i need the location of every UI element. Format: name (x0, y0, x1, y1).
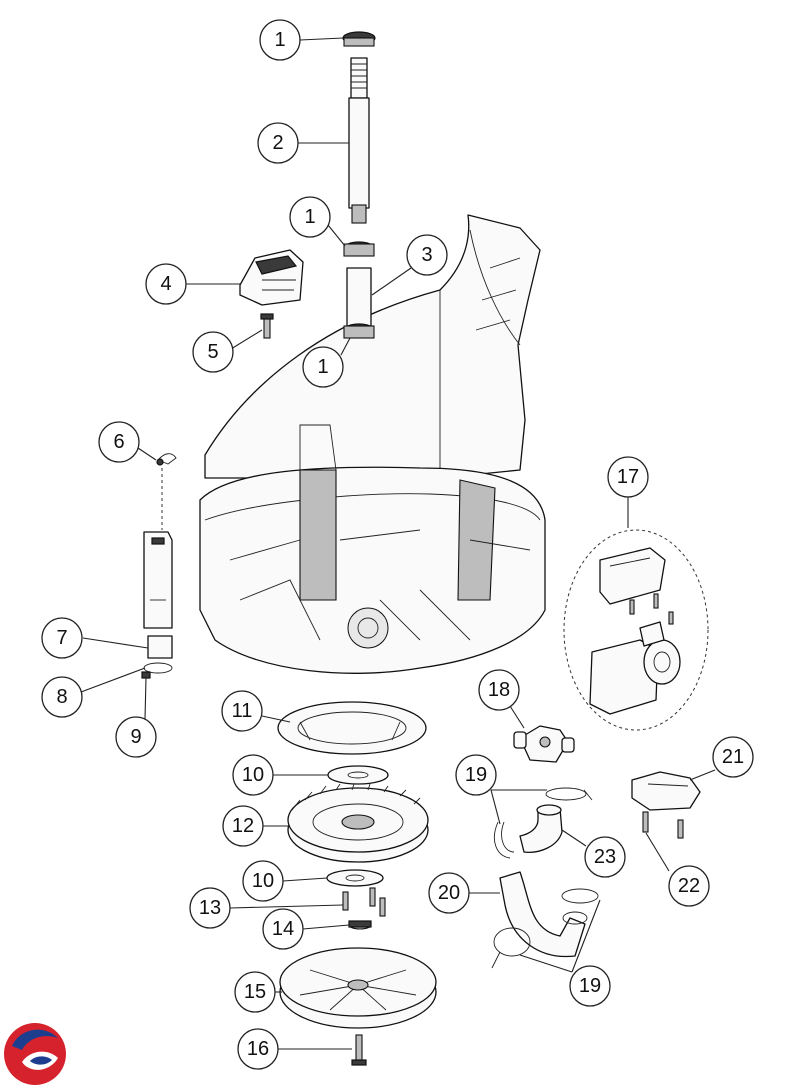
callout-label: 4 (160, 273, 171, 295)
callout-label: 18 (488, 679, 510, 701)
callout-12: 12 (222, 805, 264, 847)
callout-14: 14 (262, 908, 304, 950)
actuator-7 (143, 531, 173, 659)
pulley-12 (287, 783, 429, 863)
clamp-19-bottom (491, 888, 599, 969)
callout-11: 11 (221, 690, 263, 732)
callout-label: 15 (244, 981, 266, 1003)
callout-9: 9 (115, 716, 157, 758)
screw-5 (260, 313, 274, 339)
callout-4: 4 (145, 263, 187, 305)
callout-1-top: 1 (259, 19, 301, 61)
callout-21: 21 (712, 736, 754, 778)
bracket-4 (239, 249, 304, 306)
callout-label: 13 (199, 897, 221, 919)
callout-15: 15 (234, 971, 276, 1013)
callout-10-top: 10 (232, 754, 274, 796)
screw-16 (351, 1034, 367, 1066)
clip-9 (141, 671, 151, 679)
ring-11 (277, 701, 427, 755)
callout-5: 5 (192, 331, 234, 373)
nut-14 (348, 920, 372, 930)
bracket-21 (631, 771, 701, 811)
callout-1-middle: 1 (289, 196, 331, 238)
callout-16: 16 (237, 1028, 279, 1070)
screws-13 (342, 887, 386, 917)
callout-label: 14 (272, 918, 294, 940)
shaft-assembly (342, 31, 376, 339)
callout-23: 23 (584, 836, 626, 878)
callout-label: 19 (579, 975, 601, 997)
callout-17: 17 (607, 456, 649, 498)
callout-22: 22 (668, 865, 710, 907)
callout-label: 12 (232, 815, 254, 837)
callout-label: 5 (207, 341, 218, 363)
pump-17 (563, 529, 709, 731)
callout-label: 11 (232, 700, 253, 722)
callout-3: 3 (406, 234, 448, 276)
callout-label: 7 (56, 627, 67, 649)
callout-label: 17 (617, 466, 639, 488)
callout-label: 8 (56, 686, 67, 708)
callout-label: 1 (274, 29, 285, 51)
callout-18: 18 (478, 669, 520, 711)
callout-label: 1 (317, 356, 328, 378)
valve-18 (513, 725, 575, 763)
callout-label: 10 (252, 870, 274, 892)
callout-10-bottom: 10 (242, 860, 284, 902)
washer-10-bottom (326, 869, 384, 887)
callout-label: 9 (130, 726, 141, 748)
callout-label: 20 (438, 882, 460, 904)
callout-label: 2 (272, 132, 283, 154)
callout-1-bottom: 1 (302, 346, 344, 388)
callout-label: 3 (421, 244, 432, 266)
clip-6 (156, 453, 177, 530)
screws-22 (642, 811, 684, 839)
hose-20 (499, 871, 588, 958)
callout-2: 2 (257, 122, 299, 164)
callout-label: 1 (304, 206, 315, 228)
washer-10-top (327, 765, 389, 785)
callout-label: 22 (678, 875, 700, 897)
brand-logo (4, 1023, 66, 1085)
callout-7: 7 (41, 617, 83, 659)
callout-label: 19 (465, 764, 487, 786)
wash-basket (199, 214, 546, 674)
callout-19-bottom: 19 (569, 965, 611, 1007)
clamp-19-top (494, 787, 593, 859)
callout-19-top: 19 (455, 754, 497, 796)
callout-label: 23 (594, 846, 616, 868)
elbow-23 (519, 804, 563, 853)
callout-8: 8 (41, 676, 83, 718)
callout-13: 13 (189, 887, 231, 929)
callout-label: 16 (247, 1038, 269, 1060)
callout-20: 20 (428, 872, 470, 914)
callout-6: 6 (98, 421, 140, 463)
callout-label: 10 (242, 764, 264, 786)
callout-label: 21 (722, 746, 744, 768)
cover-15 (279, 947, 437, 1029)
leader-lines (80, 37, 716, 1050)
callout-label: 6 (113, 431, 124, 453)
